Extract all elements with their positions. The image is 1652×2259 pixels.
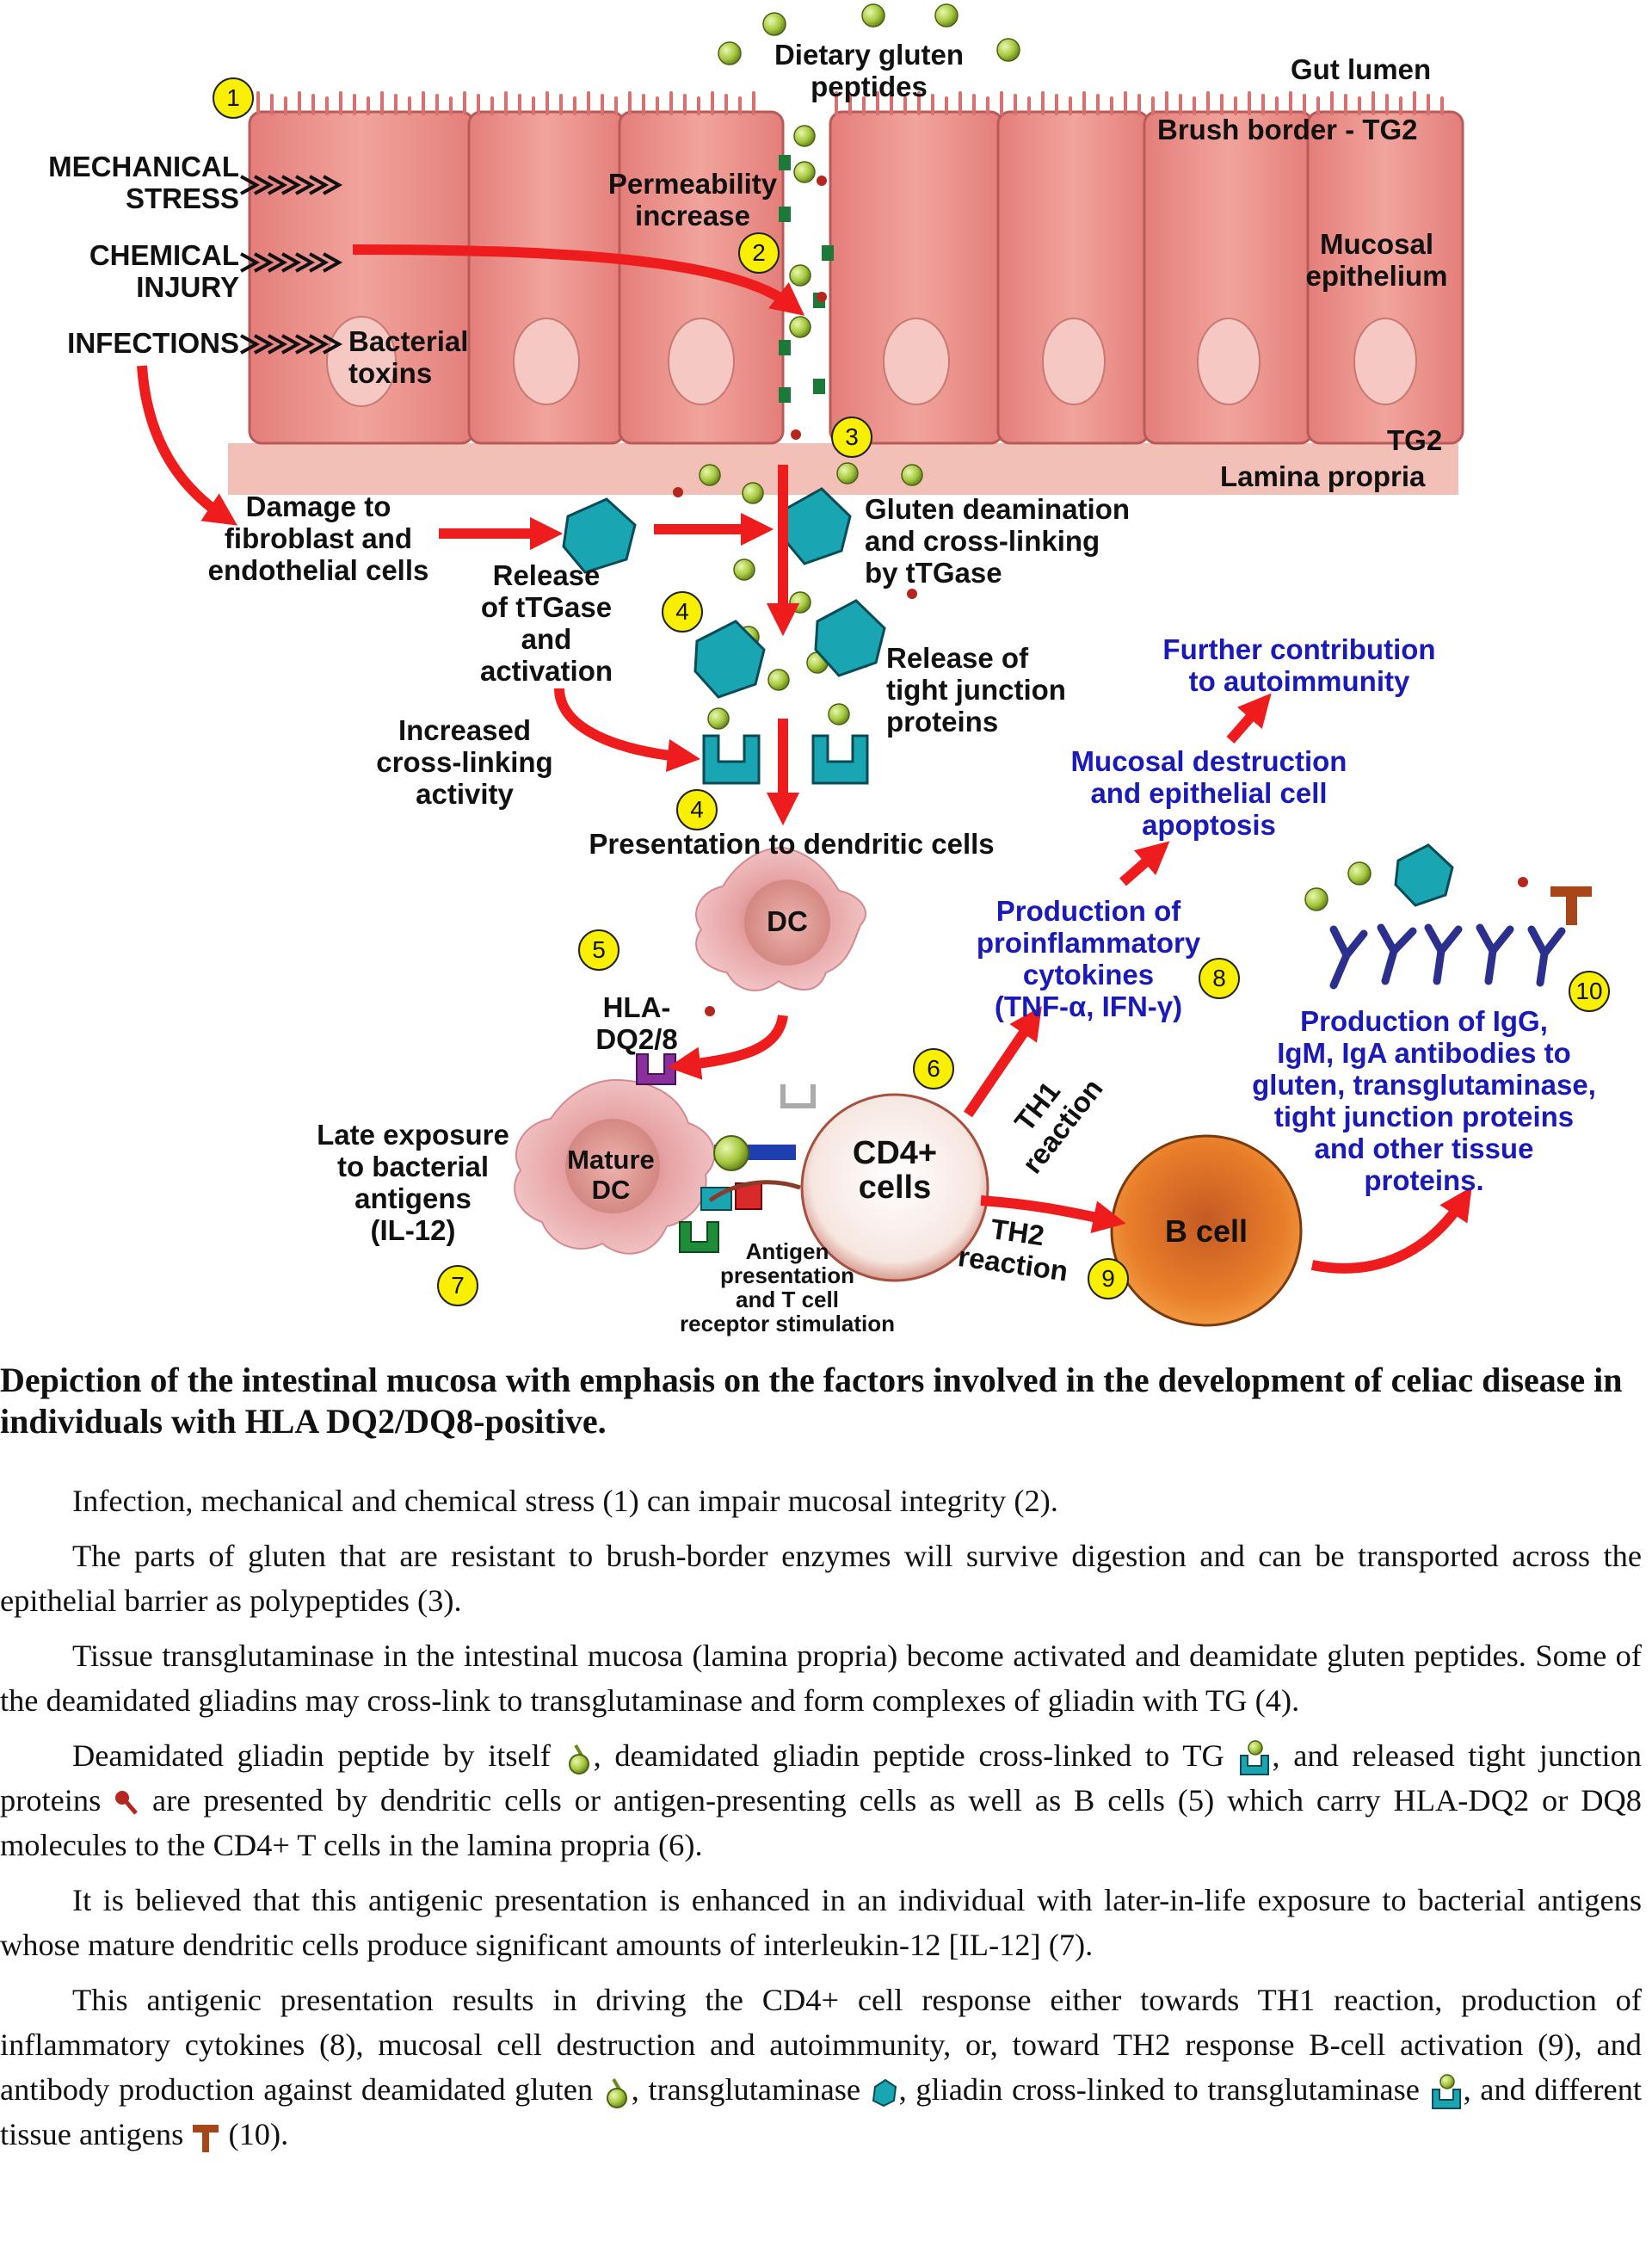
paragraph-4: Deamidated gliadin peptide by itself , d… — [0, 1733, 1642, 1867]
deamidated-gluten-icon — [606, 2077, 627, 2108]
bacterial-toxins-label: Bacterial toxins — [348, 325, 469, 389]
p4-text-b: , deamidated gliadin peptide cross-linke… — [593, 1738, 1224, 1773]
p6-text-b: , transglutaminase — [631, 2072, 861, 2107]
explanation-text: Infection, mechanical and chemical stres… — [0, 1478, 1642, 2167]
p4-text-a: Deamidated gliadin peptide by itself — [72, 1738, 551, 1773]
ttgase-cubes — [562, 487, 1454, 907]
paragraph-3: Tissue transglutaminase in the intestina… — [0, 1639, 1642, 1718]
cd4-label: CD4+ cells — [852, 1135, 938, 1206]
gliadin-tg-complex-icon — [1240, 1739, 1270, 1775]
antibodies — [1329, 923, 1566, 990]
release-tight-label: Release of tight junction proteins — [886, 642, 1066, 738]
receptor-cups — [702, 734, 869, 785]
p6-text-a: This antigenic presentation results in d… — [0, 1983, 1642, 2107]
antibodies-label: Production of IgG, IgM, IgA antibodies t… — [1252, 1005, 1596, 1196]
gluten-deamination-label: Gluten deamination and cross-linking by … — [865, 493, 1131, 589]
step-6: 6 — [913, 1048, 954, 1089]
further-contribution-label: Further contribution to autoimmunity — [1162, 633, 1436, 697]
dietary-gluten-label: Dietary gluten peptides — [774, 39, 965, 102]
increased-crosslinking-label: Increased cross-linking activity — [376, 714, 553, 810]
tight-junction-fragments — [779, 155, 834, 403]
p6-text-d: , and different tissue antigens — [0, 2072, 1643, 2151]
brush-border-microvilli — [256, 91, 1444, 115]
mucosal-epithelium-label: Mucosal epithelium — [1305, 228, 1448, 292]
p4-text-c: , and released tight junction proteins — [0, 1738, 1642, 1818]
epithelial-cells — [248, 110, 1464, 445]
tg2-label: TG2 — [1387, 424, 1443, 456]
tissue-antigen-icon — [1550, 886, 1592, 925]
step-9: 9 — [1088, 1258, 1129, 1299]
b-cell-label: B cell — [1164, 1213, 1248, 1249]
production-proinflammatory-label: Production of proinflammatory cytokines … — [976, 895, 1201, 1022]
red-arrows — [137, 244, 1472, 1274]
step-1: 1 — [213, 77, 254, 119]
paragraph-2: The parts of gluten that are resistant t… — [0, 1539, 1642, 1618]
deamidated-gliadin-icon — [568, 1744, 589, 1774]
hla-receptor — [636, 1053, 676, 1085]
step-8: 8 — [1199, 958, 1240, 999]
damage-label: Damage to fibroblast and endothelial cel… — [207, 491, 429, 586]
antigen-presentation-complex — [700, 1084, 816, 1211]
diagram-graphics — [137, 3, 1592, 1327]
permeability-label: Permeability increase — [607, 168, 778, 231]
paragraph-6: This antigenic presentation results in d… — [0, 1978, 1642, 2157]
hla-label: HLA- DQ2/8 — [595, 991, 678, 1055]
gut-lumen-label: Gut lumen — [1291, 53, 1432, 85]
mechanical-stress-label: MECHANICAL STRESS — [48, 151, 239, 214]
step-4b: 4 — [676, 789, 718, 830]
dendritic-cell — [695, 846, 866, 991]
dc-label: DC — [767, 905, 808, 937]
hatched-arrows — [240, 175, 343, 355]
step-3: 3 — [831, 417, 872, 458]
infections-label: INFECTIONS — [67, 327, 239, 359]
late-exposure-label: Late exposure to bacterial antigens (IL-… — [317, 1119, 509, 1246]
step-4a: 4 — [662, 591, 703, 633]
brush-border-label: Brush border - TG2 — [1157, 114, 1418, 145]
mucosal-destruction-label: Mucosal destruction and epithelial cell … — [1070, 745, 1347, 841]
release-ttgase-label: Release of tTGase and activation — [479, 559, 613, 687]
celiac-diagram: Dietary gluten peptides Gut lumen Brush … — [48, 3, 1610, 1336]
p6-text-c: , gliadin cross-linked to transglutamina… — [898, 2072, 1420, 2107]
gliadin-transglutaminase-icon — [1431, 2073, 1461, 2109]
step-10: 10 — [1569, 971, 1610, 1012]
antigen-presentation-label: Antigen presentation and T cell receptor… — [680, 1238, 895, 1336]
p6-text-e: (10). — [220, 2117, 289, 2151]
figure-caption: Depiction of the intestinal mucosa with … — [0, 1361, 1623, 1441]
paragraph-5: It is believed that this antigenic prese… — [0, 1883, 1642, 1962]
p4-text-d: are presented by dendritic cells or anti… — [0, 1783, 1642, 1862]
green-receptor — [679, 1221, 719, 1253]
presentation-dc-label: Presentation to dendritic cells — [589, 828, 995, 860]
mature-dendritic-cell — [514, 1078, 716, 1255]
step-2: 2 — [738, 232, 780, 274]
step-5: 5 — [578, 929, 620, 971]
paragraph-1: Infection, mechanical and chemical stres… — [72, 1484, 1058, 1518]
tight-junction-protein-icon — [115, 1790, 139, 1815]
step-7: 7 — [437, 1265, 478, 1306]
mature-dc-label: Mature DC — [567, 1145, 655, 1205]
lamina-propria-label: Lamina propria — [1220, 460, 1426, 492]
tissue-antigen-text-icon — [193, 2124, 219, 2152]
chemical-injury-label: CHEMICAL INJURY — [89, 239, 239, 303]
cd4-cell — [800, 1093, 989, 1282]
transglutaminase-icon — [872, 2078, 897, 2107]
